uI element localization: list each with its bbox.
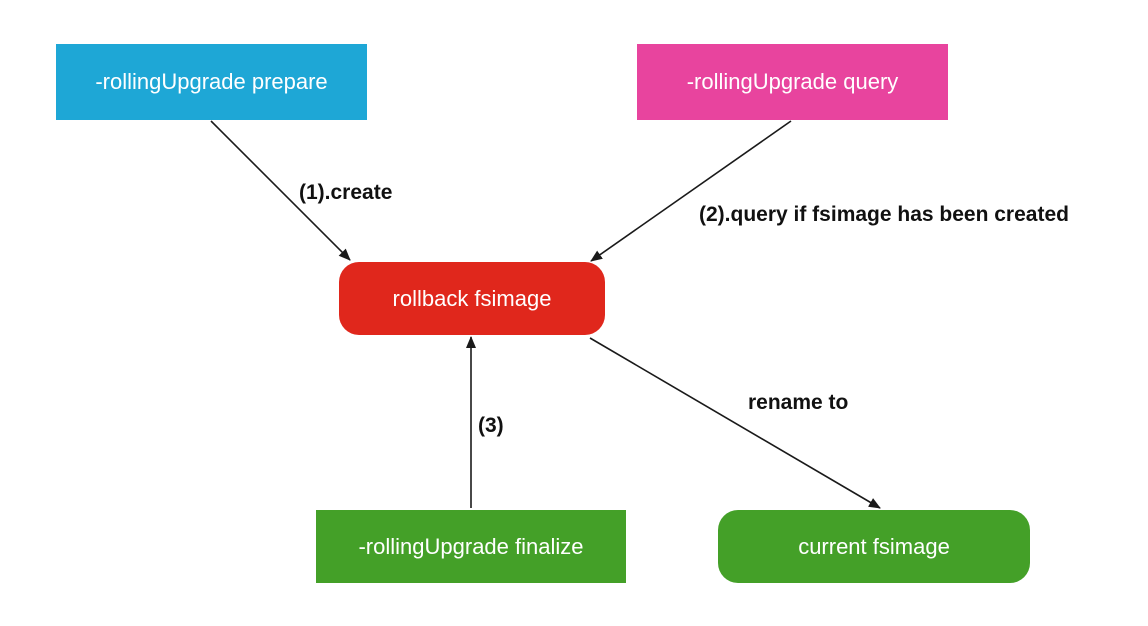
edge-label-finalize: (3) bbox=[478, 414, 504, 437]
node-current-fsimage: current fsimage bbox=[718, 510, 1030, 583]
node-rollback-fsimage: rollback fsimage bbox=[339, 262, 605, 335]
edge-label-rename: rename to bbox=[748, 391, 849, 414]
edge-label-create: (1).create bbox=[299, 181, 393, 204]
node-rolling-upgrade-finalize: -rollingUpgrade finalize bbox=[316, 510, 626, 583]
arrow-create bbox=[210, 120, 351, 261]
node-rolling-upgrade-prepare: -rollingUpgrade prepare bbox=[56, 44, 367, 120]
node-rolling-upgrade-query: -rollingUpgrade query bbox=[637, 44, 948, 120]
arrow-query bbox=[590, 120, 792, 262]
arrow-rename bbox=[589, 337, 881, 509]
edge-label-query: (2).query if fsimage has been created bbox=[699, 203, 1069, 226]
